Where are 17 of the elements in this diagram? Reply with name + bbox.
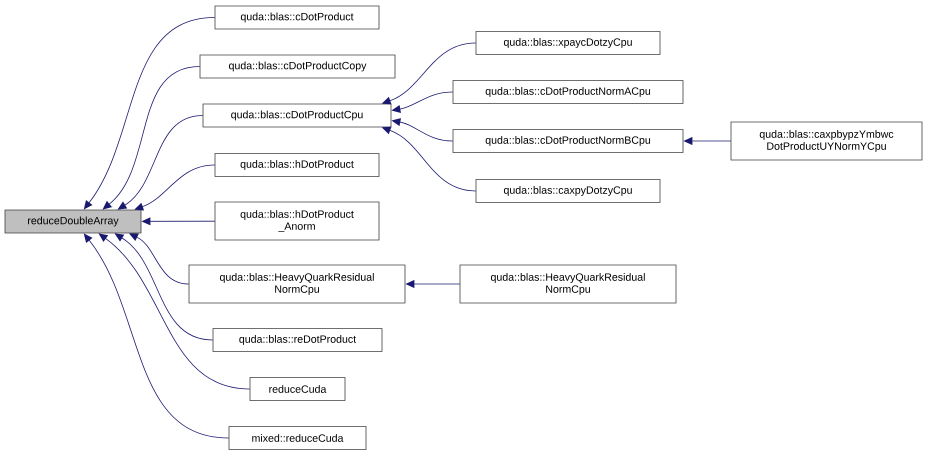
function-box: quda::blas::hDotProduct _Anorm xyxy=(214,202,380,240)
function-box: quda::blas::cDotProduct xyxy=(214,6,380,30)
function-box: quda::blas::cDotProductNormBCpu xyxy=(452,129,684,153)
function-box: quda::blas::xpaycDotzyCpu xyxy=(476,31,660,55)
function-box: quda::blas::HeavyQuarkResidual NormCpu xyxy=(188,264,406,304)
function-box: quda::blas::caxpyDotzyCpu xyxy=(476,179,660,203)
function-box: quda::blas::cDotProductCopy xyxy=(200,54,396,78)
function-box: quda::blas::reDotProduct xyxy=(212,328,382,352)
function-box: quda::blas::cDotProductCpu xyxy=(202,104,392,128)
function-box: quda::blas::HeavyQuarkResidual NormCpu xyxy=(460,264,676,304)
function-box: quda::blas::hDotProduct xyxy=(214,153,380,177)
function-box: quda::blas::caxpbypzYmbwc DotProductUYNormYCpu xyxy=(730,122,922,160)
function-box: reduceCuda xyxy=(250,377,346,401)
function-box: quda::blas::cDotProductNormACpu xyxy=(452,80,684,104)
function-box: mixed::reduceCuda xyxy=(228,426,366,450)
function-box: reduceDoubleArray xyxy=(4,210,142,234)
arrow xyxy=(129,233,190,284)
